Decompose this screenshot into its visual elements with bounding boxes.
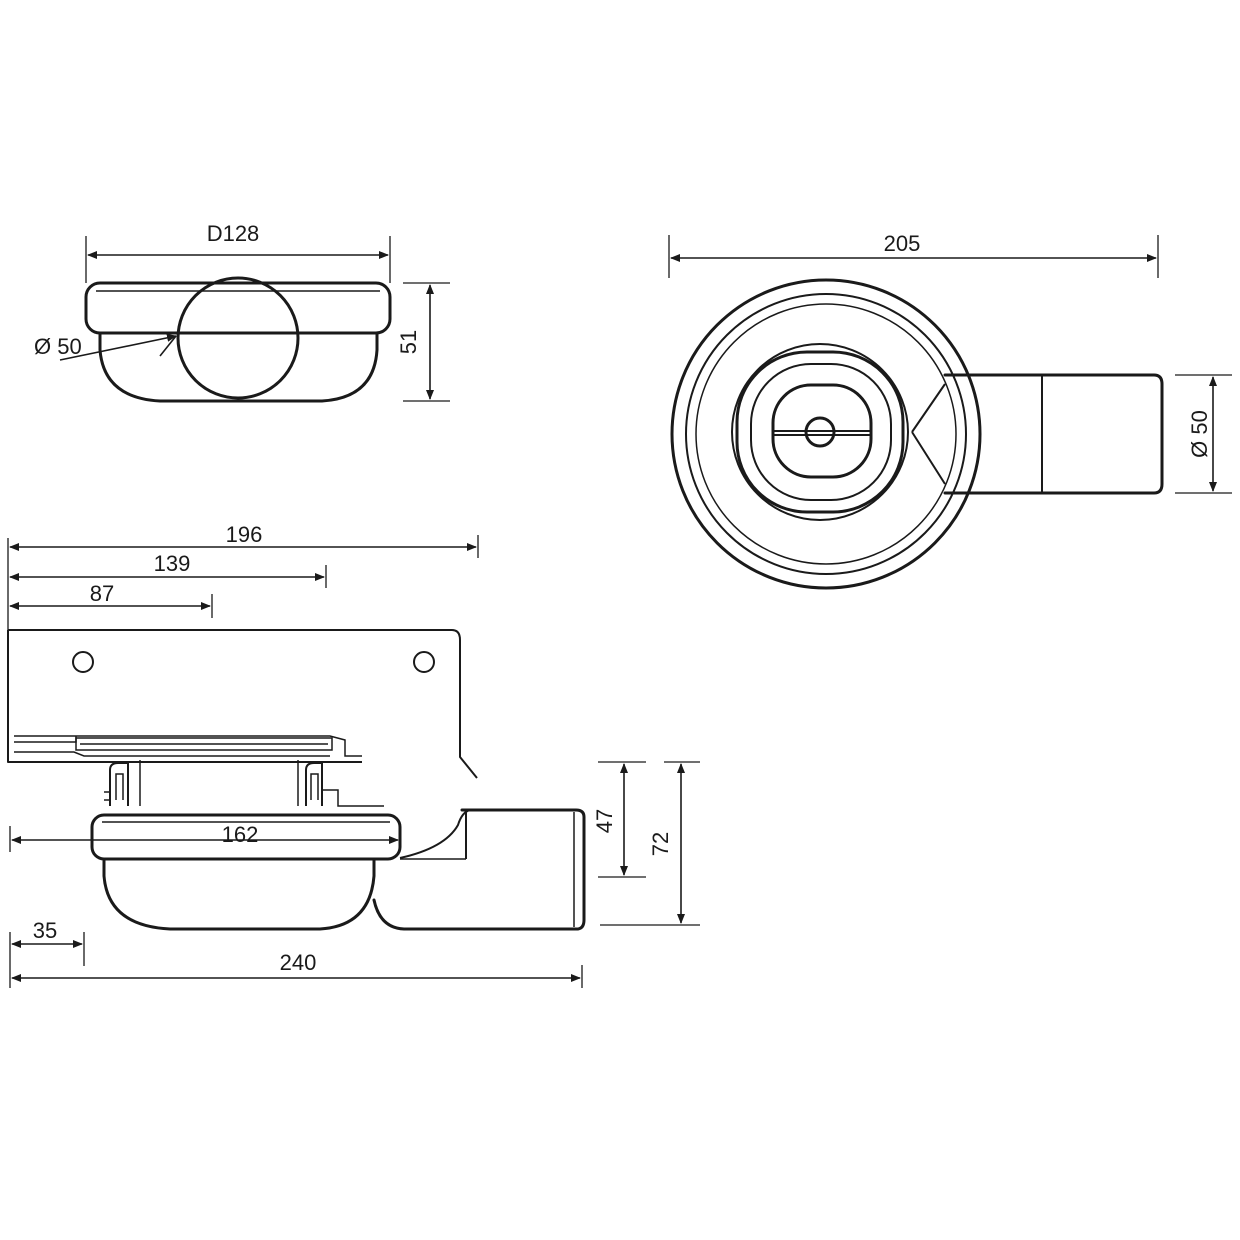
dim-47: 47 (592, 809, 617, 833)
top-view (670, 278, 1164, 590)
dim-205: 205 (884, 231, 921, 256)
dim-front-dia50: Ø 50 (34, 334, 82, 359)
dim-72: 72 (648, 832, 673, 856)
dim-196: 196 (226, 522, 263, 547)
dim-top-dia50: Ø 50 (1187, 410, 1212, 458)
front-dimensions: D128 51 Ø 50 (34, 221, 450, 402)
dim-d128: D128 (207, 221, 260, 246)
dim-35: 35 (33, 918, 57, 943)
dim-51: 51 (396, 330, 421, 354)
dim-87: 87 (90, 581, 114, 606)
side-view (7, 629, 586, 931)
side-dimensions: 196 139 87 162 47 72 35 240 (7, 522, 700, 988)
top-dimensions: 205 Ø 50 (668, 231, 1232, 494)
dim-162: 162 (222, 822, 259, 847)
front-view (84, 276, 392, 403)
dim-139: 139 (154, 551, 191, 576)
dim-240: 240 (280, 950, 317, 975)
